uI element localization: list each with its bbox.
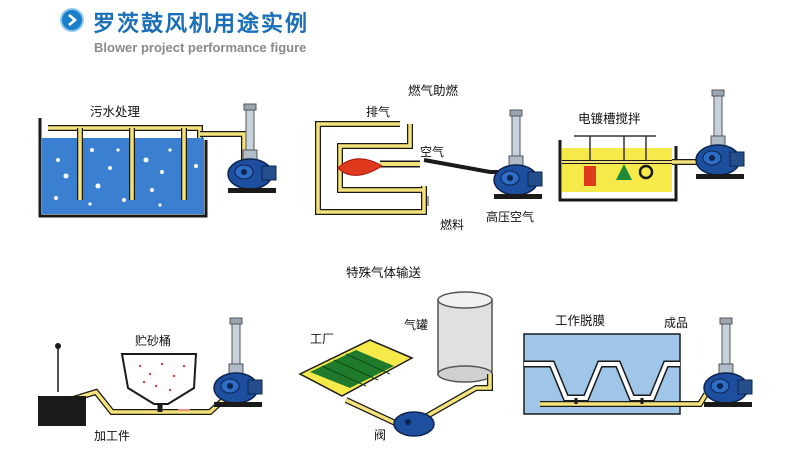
roots-blower-icon bbox=[695, 89, 745, 180]
valve-label: 阀 bbox=[374, 428, 387, 442]
roots-blower-icon bbox=[213, 317, 263, 408]
sand-particles bbox=[138, 362, 186, 392]
page-title: 罗茨鼓风机用途实例 bbox=[93, 12, 310, 37]
roots-blower-icon bbox=[703, 317, 753, 408]
hopper-label: 贮砂桶 bbox=[135, 334, 172, 348]
sewage-treatment-panel bbox=[38, 103, 277, 218]
product-label: 成品 bbox=[664, 316, 689, 330]
page-subtitle: Blower project performance figure bbox=[94, 40, 307, 55]
chevron-right-icon bbox=[60, 8, 84, 32]
exhaust-label: 排气 bbox=[366, 105, 391, 119]
roots-blower-icon bbox=[227, 103, 277, 194]
sandblast-panel bbox=[38, 317, 263, 426]
roots-blower-icon bbox=[493, 109, 543, 200]
tank-label: 气罐 bbox=[404, 318, 429, 332]
transport-title: 特殊气体输送 bbox=[346, 265, 422, 280]
workpiece bbox=[38, 396, 86, 426]
plating-panel bbox=[558, 89, 745, 202]
air-label: 空气 bbox=[420, 145, 445, 159]
flame-icon bbox=[337, 158, 383, 176]
roots-blower-icon bbox=[393, 411, 435, 437]
high-pressure-air-label: 高压空气 bbox=[486, 210, 535, 224]
gas-tank bbox=[437, 299, 493, 375]
sewage-title: 污水处理 bbox=[90, 104, 141, 119]
combustion-panel bbox=[315, 109, 543, 215]
fuel-label: 燃料 bbox=[440, 218, 465, 232]
demolding-title: 工作脱膜 bbox=[555, 313, 606, 328]
demolding-panel bbox=[523, 317, 753, 415]
combustion-title: 燃气助燃 bbox=[408, 83, 459, 98]
plating-title: 电镀槽搅拌 bbox=[578, 111, 641, 126]
factory-label: 工厂 bbox=[310, 332, 335, 346]
workpiece-label: 加工件 bbox=[94, 429, 131, 443]
air-bubbles bbox=[54, 148, 198, 207]
gas-tank-panel bbox=[298, 291, 493, 437]
plating-bath bbox=[562, 148, 672, 192]
